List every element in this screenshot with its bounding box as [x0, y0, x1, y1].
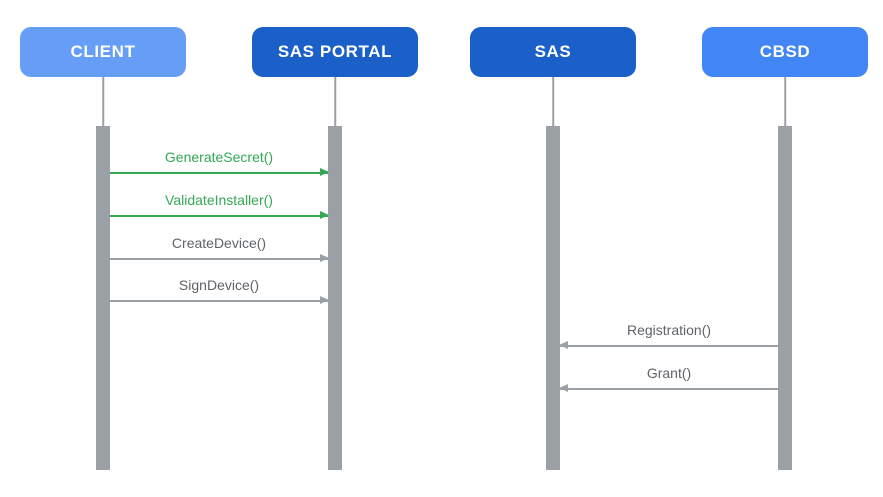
- actor-label-client: CLIENT: [70, 42, 136, 61]
- lifeline-cbsd: [784, 77, 786, 127]
- actor-box-cbsd: CBSD: [702, 27, 868, 77]
- lifeline-client: [102, 77, 104, 127]
- lifeline-sas-portal: [334, 77, 336, 127]
- arrowhead-right-icon: [320, 296, 329, 305]
- actor-label-sas: SAS: [534, 42, 572, 61]
- lifeline-sas: [552, 77, 554, 127]
- message-label: Grant(): [646, 365, 692, 381]
- arrowhead-right-icon: [320, 254, 329, 263]
- actor-box-client: CLIENT: [20, 27, 186, 77]
- arrowhead-right-icon: [320, 211, 329, 220]
- activation-bar-client: [96, 126, 110, 470]
- arrowhead-left-icon: [559, 384, 568, 393]
- message-line: [110, 300, 328, 302]
- message-line: [110, 172, 328, 174]
- activation-bar-cbsd: [778, 126, 792, 470]
- message-label: CreateDevice(): [171, 235, 267, 251]
- actor-box-sas: SAS: [470, 27, 636, 77]
- actor-box-sas-portal: SAS PORTAL: [252, 27, 418, 77]
- message-label: SignDevice(): [178, 277, 260, 293]
- arrowhead-right-icon: [320, 168, 329, 177]
- message-line: [560, 345, 778, 347]
- message-label: GenerateSecret(): [164, 149, 274, 165]
- arrowhead-left-icon: [559, 341, 568, 350]
- message-line: [110, 258, 328, 260]
- message-label: Registration(): [626, 322, 712, 338]
- activation-bar-sas: [546, 126, 560, 470]
- activation-bar-sas-portal: [328, 126, 342, 470]
- actor-label-sas-portal: SAS PORTAL: [277, 42, 393, 61]
- message-line: [110, 215, 328, 217]
- actor-label-cbsd: CBSD: [759, 42, 811, 61]
- message-label: ValidateInstaller(): [165, 192, 273, 208]
- message-line: [560, 388, 778, 390]
